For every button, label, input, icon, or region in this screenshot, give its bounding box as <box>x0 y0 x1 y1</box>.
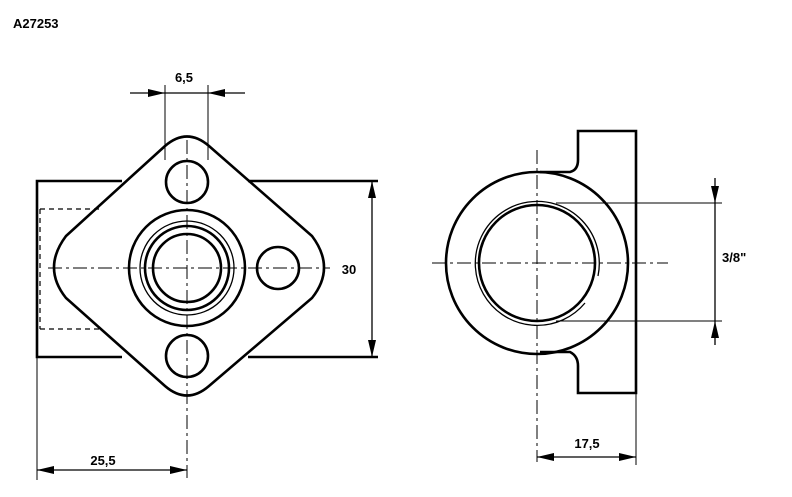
depth-arrow-left <box>537 453 554 461</box>
offset-arrow-left <box>37 466 54 474</box>
body-outline-right <box>248 179 378 359</box>
diamond-flange <box>52 135 326 397</box>
thread-root-arc <box>474 200 600 327</box>
height-arrow-bottom <box>368 340 376 357</box>
side-view: 3/8" 17,5 <box>432 129 746 465</box>
body-outline <box>35 179 122 359</box>
thread-arrow-top <box>711 186 719 203</box>
hole-diameter-label: 6,5 <box>175 70 193 85</box>
front-view: 6,5 30 25,5 <box>35 70 378 480</box>
thread-arrow-bottom <box>711 321 719 338</box>
rear-body <box>576 129 638 395</box>
offset-arrow-right <box>170 466 187 474</box>
depth-label: 17,5 <box>574 436 599 451</box>
bottom-fillet <box>540 350 580 367</box>
flange-height-label: 30 <box>342 262 356 277</box>
hole-arrow-right <box>208 89 225 97</box>
hidden-bore <box>39 208 100 330</box>
thread-size-label: 3/8" <box>722 250 746 265</box>
hole-arrow-left <box>148 89 165 97</box>
depth-arrow-right <box>619 453 636 461</box>
height-arrow-top <box>368 181 376 198</box>
part-code: A27253 <box>13 16 59 31</box>
offset-label: 25,5 <box>90 453 115 468</box>
top-fillet <box>540 159 580 174</box>
